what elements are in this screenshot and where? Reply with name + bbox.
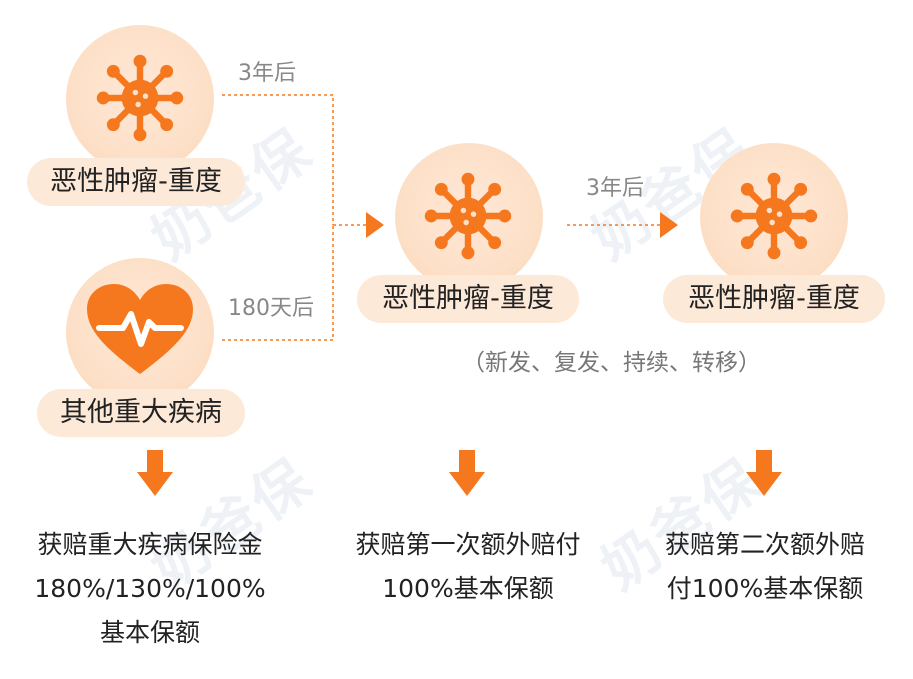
result-third: 获赔第二次额外赔 付100%基本保额: [620, 523, 910, 611]
node-label: 恶性肿瘤-重度: [663, 275, 885, 323]
result-first: 获赔重大疾病保险金 180%/130%/100% 基本保额: [0, 523, 300, 655]
virus-icon: [96, 54, 184, 142]
node-label: 恶性肿瘤-重度: [357, 275, 579, 323]
node-note: （新发、复发、持续、转移）: [462, 350, 761, 376]
connector-cancer-branch: [222, 94, 334, 225]
connector-other-branch: [222, 225, 334, 341]
arrow-down-icon: [137, 450, 173, 496]
node-label: 其他重大疾病: [37, 389, 245, 437]
node-label: 恶性肿瘤-重度: [27, 158, 245, 206]
result-line: 获赔重大疾病保险金: [37, 530, 263, 559]
result-line: 付100%基本保额: [666, 574, 864, 603]
virus-icon: [424, 172, 512, 260]
arrowhead-to-end: [660, 212, 678, 238]
edge-label-cancer: 3年后: [238, 61, 296, 86]
arrow-down-icon: [746, 450, 782, 496]
result-line: 100%基本保额: [382, 574, 554, 603]
virus-icon: [730, 172, 818, 260]
result-line: 获赔第二次额外赔: [664, 530, 865, 559]
heart-pulse-icon: [87, 284, 193, 374]
arrowhead-to-middle: [366, 212, 384, 238]
edge-label-middle-end: 3年后: [586, 176, 644, 201]
arrow-down-icon: [449, 450, 485, 496]
result-line: 180%/130%/100%: [34, 574, 266, 603]
edge-label-other: 180天后: [228, 296, 314, 321]
result-line: 获赔第一次额外赔付: [355, 530, 581, 559]
result-second: 获赔第一次额外赔付 100%基本保额: [318, 523, 618, 611]
result-line: 基本保额: [99, 618, 200, 647]
